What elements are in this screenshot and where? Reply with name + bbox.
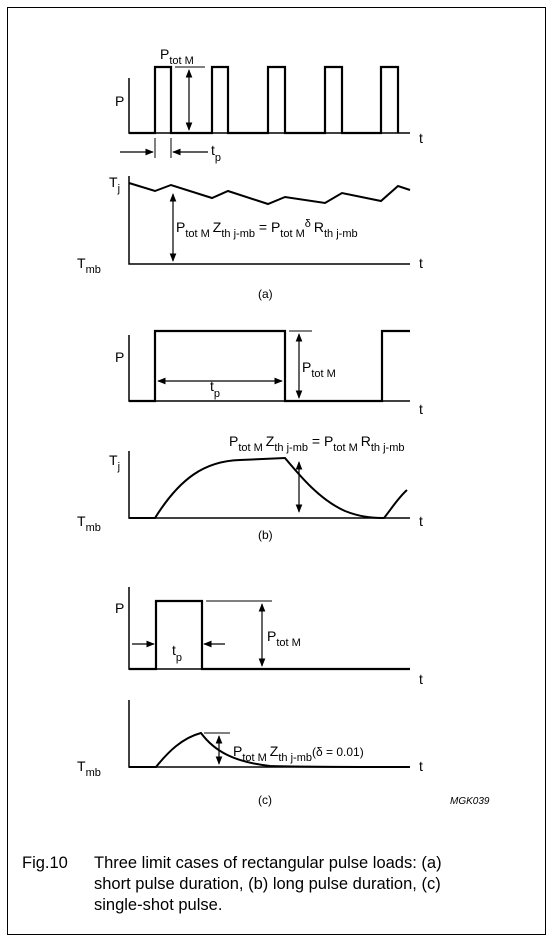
power-axis-label-c: P: [115, 600, 124, 616]
time-axis-label-b2: t: [419, 513, 423, 529]
temperature-axes-a: [128, 176, 410, 265]
tp-label-c: tp: [172, 642, 182, 664]
time-axis-label-c2: t: [419, 758, 423, 774]
time-axis-label-a2: t: [419, 255, 423, 271]
panel-label-c: (c): [258, 793, 272, 807]
amplitude-label-b: Ptot M: [302, 359, 336, 380]
tmb-label-a: Tmb: [77, 255, 101, 276]
temperature-curve-a: [128, 182, 411, 206]
panel-label-b: (b): [258, 528, 273, 542]
amplitude-label-a: Ptot M: [160, 46, 194, 67]
power-axes-b: [128, 335, 410, 402]
time-axis-label-a: t: [419, 130, 423, 146]
figure-caption: Fig.10 Three limit cases of rectangular p…: [22, 853, 542, 916]
temperature-curve-c: [129, 731, 411, 768]
caption-number: Fig.10: [22, 854, 68, 872]
power-axis-label-b: P: [115, 349, 124, 365]
pulse-train-b: [129, 329, 410, 403]
tp-label-a: tp: [211, 142, 221, 164]
tj-label-b: Tj: [109, 452, 120, 473]
time-axis-label-b: t: [419, 401, 423, 417]
temperature-axes-b: [128, 451, 410, 519]
panel-label-a: (a): [258, 287, 273, 301]
power-axis-label-a: P: [115, 93, 124, 109]
single-pulse-c: [129, 599, 410, 671]
time-axis-label-c: t: [419, 671, 423, 687]
caption-text: Three limit cases of rectangular pulse l…: [94, 854, 442, 914]
tmb-label-b: Tmb: [77, 513, 101, 534]
tp-label-b: tp: [210, 378, 220, 400]
amplitude-label-c: Ptot M: [267, 628, 301, 649]
tmb-label-c: Tmb: [77, 758, 101, 779]
pulse-train-a: [129, 65, 400, 135]
figure-frame: [7, 7, 546, 935]
figure-code: MGK039: [450, 796, 490, 807]
temperature-curve-b: [129, 456, 408, 520]
tj-label-a: Tj: [109, 174, 120, 195]
